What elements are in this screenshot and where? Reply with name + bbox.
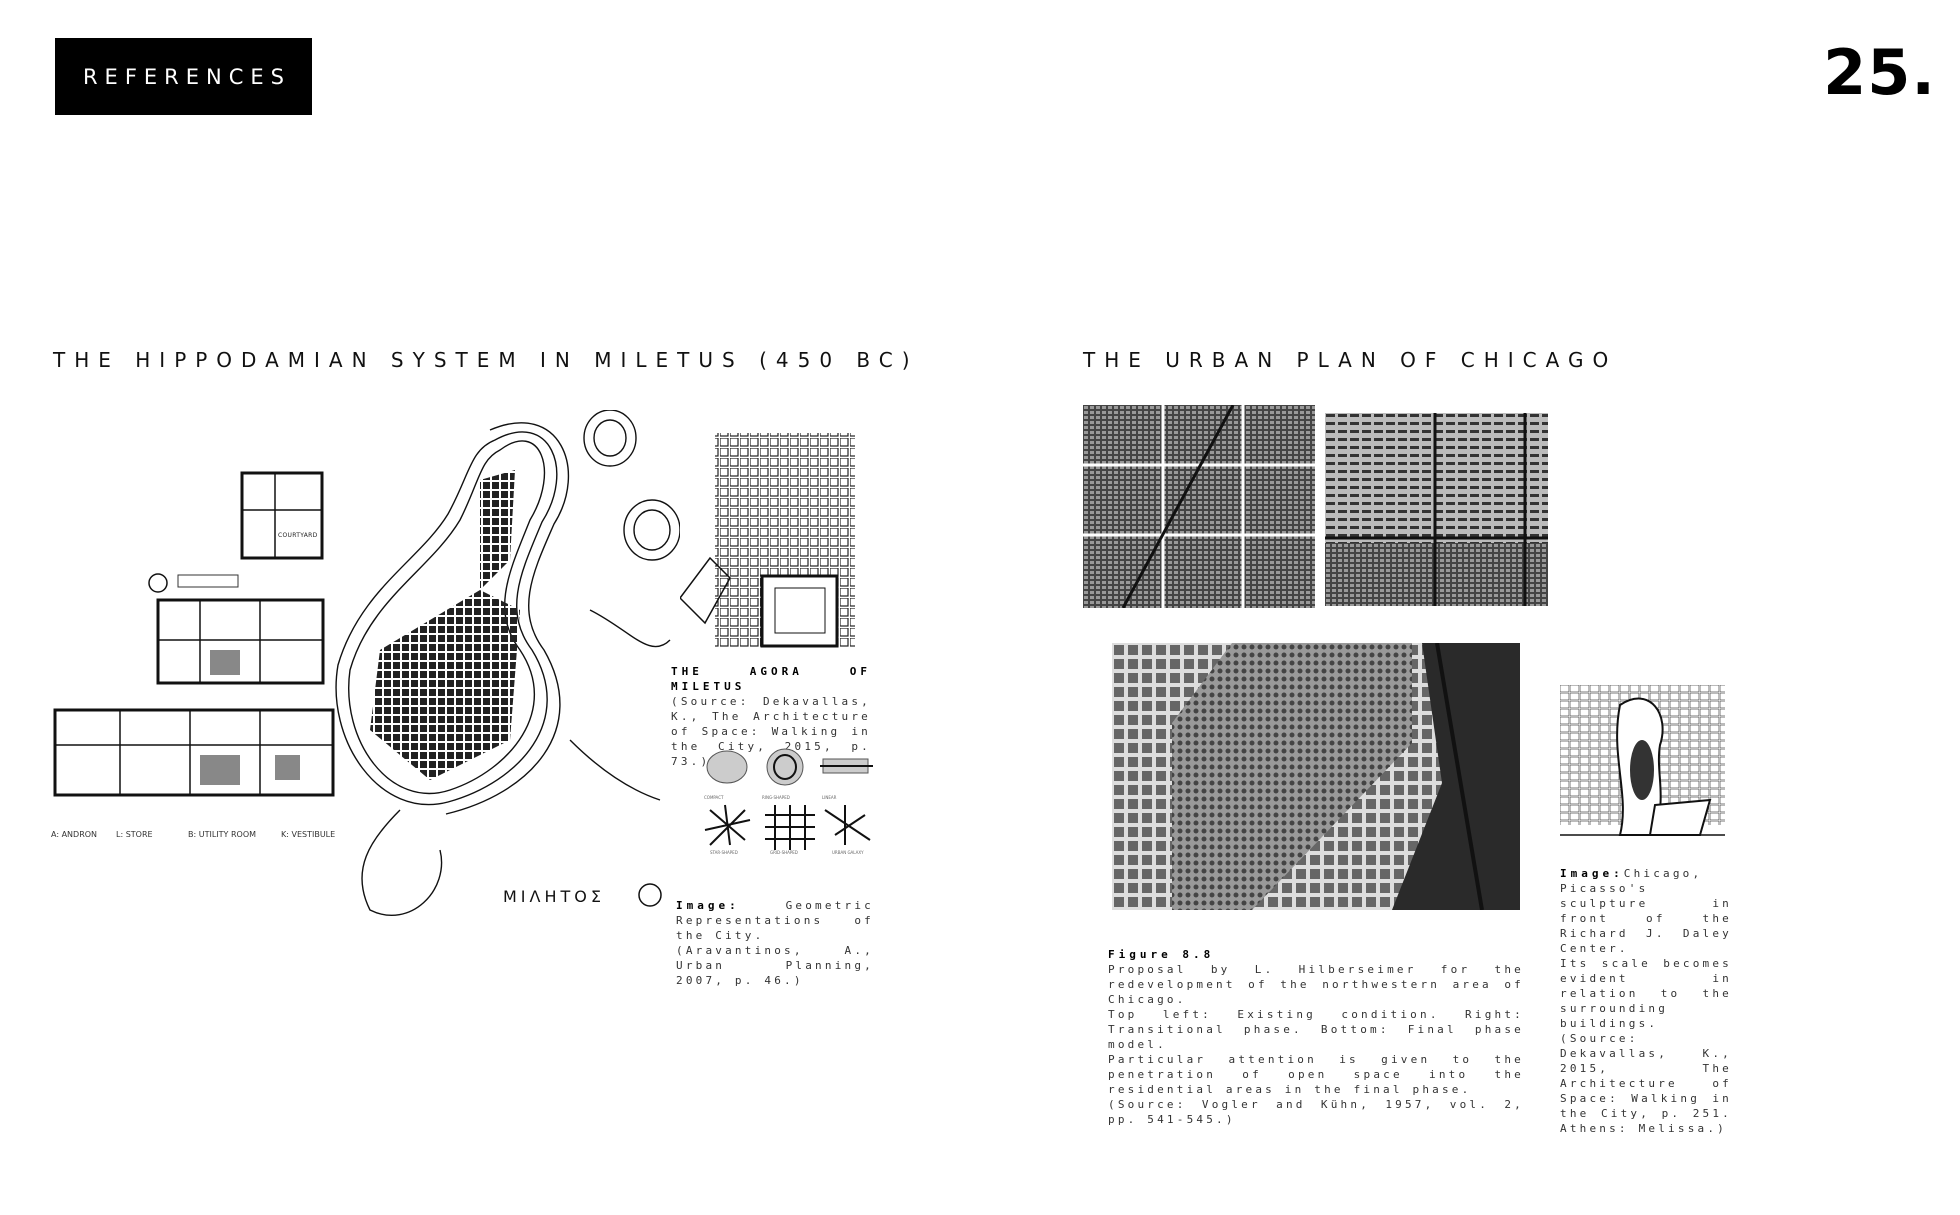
house-label-courtyard: COURTYARD: [278, 532, 318, 539]
diagram-label-grid: GRID-SHAPED: [770, 850, 798, 855]
picasso-image-caption: Image:Chicago, Picasso's sculpture in fr…: [1560, 866, 1732, 1136]
chicago-final-phase-model: [1112, 643, 1520, 910]
figure-caption-line-1: Proposal by L. Hilberseimer for the rede…: [1108, 963, 1524, 1006]
picasso-caption-line-1: Chicago, Picasso's sculpture in front of…: [1560, 867, 1732, 955]
legend-andron: A: ANDRON: [51, 830, 98, 839]
image-caption-line-1: Geometric Representations of the City.: [676, 899, 874, 942]
house-plan-drawings: [53, 471, 335, 797]
diagram-label-ring: RING-SHAPED: [762, 795, 790, 800]
page-number: 25.: [1823, 36, 1936, 109]
image-caption-title: Image:: [676, 899, 740, 912]
agora-caption: THE AGORA OF MILETUS (Source: Dekavallas…: [671, 664, 871, 769]
legend-vestibule: K: VESTIBULE: [281, 830, 336, 839]
diagram-label-star: STAR-SHAPED: [710, 850, 738, 855]
agora-caption-title: THE AGORA OF MILETUS: [671, 665, 871, 693]
figure-caption-title: Figure 8.8: [1108, 948, 1215, 961]
map-label-miletus: ΜΙΛΗΤΟΣ: [503, 887, 605, 906]
diagram-label-compact: COMPACT: [704, 795, 724, 800]
figure-caption-line-2: Top left: Existing condition. Right: Tra…: [1108, 1008, 1524, 1051]
agora-caption-text: (Source: Dekavallas, K., The Architectur…: [671, 695, 871, 768]
left-heading: THE HIPPODAMIAN SYSTEM IN MILETUS (450 B…: [53, 348, 919, 372]
agora-plan: [680, 433, 855, 648]
chicago-transitional-phase-map: [1325, 413, 1548, 606]
figure-caption-line-4: (Source: Vogler and Kühn, 1957, vol. 2, …: [1108, 1098, 1524, 1126]
picasso-caption-title: Image:: [1560, 867, 1624, 880]
picasso-sculpture-sketch: [1560, 685, 1725, 836]
figure-caption-line-3: Particular attention is given to the pen…: [1108, 1053, 1524, 1096]
legend-utility-room: B: UTILITY ROOM: [188, 830, 257, 839]
geometric-city-diagrams: [704, 748, 873, 850]
picasso-caption-line-3: (Source: Dekavallas, K., 2015, The Archi…: [1560, 1032, 1732, 1135]
image-caption-line-2: (Aravantinos, A., Urban Planning, 2007, …: [676, 944, 874, 987]
geometric-image-caption: Image: Geometric Representations of the …: [676, 898, 874, 988]
miletus-map: [335, 410, 680, 916]
figure-caption: Figure 8.8 Proposal by L. Hilberseimer f…: [1108, 947, 1524, 1127]
diagram-label-galaxy: URBAN GALAXY: [832, 850, 864, 855]
section-label-box: REFERENCES: [55, 38, 312, 115]
right-heading: THE URBAN PLAN OF CHICAGO: [1083, 348, 1618, 372]
legend-store: L: STORE: [116, 830, 153, 839]
section-label: REFERENCES: [82, 64, 292, 89]
picasso-caption-line-2: Its scale becomes evident in relation to…: [1560, 957, 1732, 1030]
chicago-existing-condition-map: [1083, 405, 1315, 608]
diagram-label-linear: LINEAR: [822, 795, 837, 800]
